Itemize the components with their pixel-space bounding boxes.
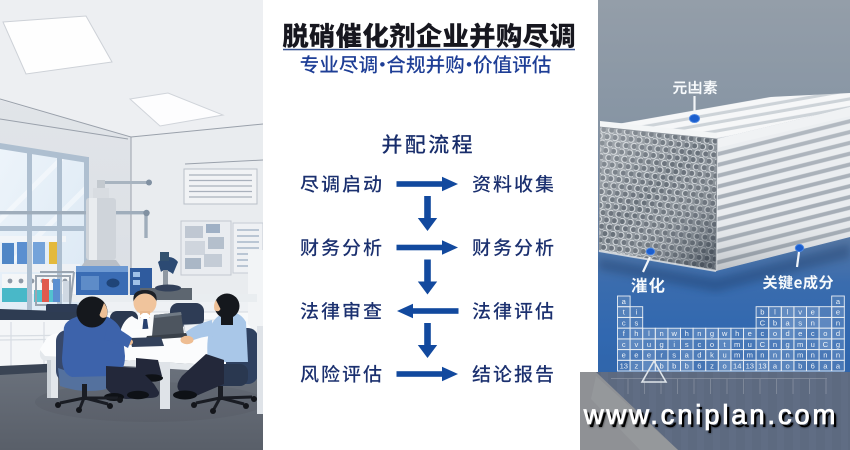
- svg-text:u: u: [811, 340, 815, 349]
- svg-text:h: h: [685, 329, 689, 338]
- svg-text:n: n: [697, 329, 701, 338]
- svg-text:b: b: [773, 318, 777, 327]
- svg-text:C: C: [760, 340, 766, 349]
- svg-text:k: k: [710, 351, 714, 360]
- svg-text:e: e: [634, 351, 638, 360]
- svg-text:a: a: [823, 361, 828, 370]
- svg-text:b: b: [685, 361, 689, 370]
- svg-text:g: g: [785, 340, 789, 349]
- svg-text:o: o: [773, 329, 777, 338]
- svg-text:e: e: [798, 329, 802, 338]
- svg-text:13: 13: [746, 361, 754, 370]
- svg-text:s: s: [798, 318, 802, 327]
- svg-text:d: d: [836, 329, 840, 338]
- svg-text:d: d: [785, 329, 789, 338]
- svg-text:a: a: [622, 297, 627, 306]
- svg-text:b: b: [659, 361, 663, 370]
- svg-text:l: l: [774, 308, 776, 317]
- svg-text:v: v: [798, 308, 802, 317]
- svg-text:C: C: [760, 318, 766, 327]
- svg-text:c: c: [622, 340, 626, 349]
- svg-text:m: m: [747, 351, 753, 360]
- svg-text:m: m: [734, 351, 740, 360]
- svg-text:b: b: [798, 361, 802, 370]
- svg-text:m: m: [797, 340, 803, 349]
- svg-text:r: r: [660, 351, 663, 360]
- svg-text:l: l: [787, 308, 789, 317]
- svg-text:s: s: [685, 340, 689, 349]
- svg-text:m: m: [797, 351, 803, 360]
- svg-text:o: o: [823, 329, 827, 338]
- svg-text:d: d: [697, 351, 701, 360]
- svg-text:t: t: [724, 340, 727, 349]
- svg-text:v: v: [635, 340, 639, 349]
- svg-text:z: z: [710, 361, 714, 370]
- svg-text:e: e: [836, 308, 840, 317]
- svg-text:n: n: [811, 351, 815, 360]
- svg-text:14: 14: [733, 361, 741, 370]
- svg-text:n: n: [836, 318, 840, 327]
- svg-text:f: f: [623, 329, 626, 338]
- svg-text:e: e: [748, 329, 752, 338]
- svg-text:o: o: [710, 340, 714, 349]
- svg-text:h: h: [634, 329, 638, 338]
- svg-text:w: w: [670, 329, 677, 338]
- svg-text:c: c: [698, 340, 702, 349]
- svg-text:l: l: [648, 329, 650, 338]
- svg-text:u: u: [722, 351, 726, 360]
- svg-text:n: n: [785, 351, 789, 360]
- svg-text:i: i: [673, 340, 675, 349]
- svg-text:o: o: [785, 361, 789, 370]
- svg-text:g: g: [836, 340, 840, 349]
- svg-text:e: e: [622, 351, 626, 360]
- svg-text:t: t: [623, 308, 626, 317]
- svg-text:n: n: [823, 351, 827, 360]
- svg-text:13: 13: [758, 361, 766, 370]
- svg-text:n: n: [760, 351, 764, 360]
- svg-text:e: e: [647, 351, 651, 360]
- svg-text:s: s: [635, 318, 639, 327]
- svg-text:a: a: [773, 361, 778, 370]
- svg-text:6: 6: [811, 361, 815, 370]
- svg-text:b: b: [760, 308, 764, 317]
- svg-text:13: 13: [620, 361, 628, 370]
- svg-text:6: 6: [697, 361, 701, 370]
- svg-text:w: w: [721, 329, 728, 338]
- svg-text:n: n: [659, 329, 663, 338]
- svg-text:c: c: [811, 329, 815, 338]
- svg-text:z: z: [635, 361, 639, 370]
- svg-text:e: e: [811, 308, 815, 317]
- svg-text:c: c: [622, 318, 626, 327]
- svg-text:a: a: [785, 318, 790, 327]
- svg-text:g: g: [659, 340, 663, 349]
- svg-text:o: o: [722, 361, 726, 370]
- svg-text:n: n: [773, 351, 777, 360]
- svg-text:C: C: [823, 340, 829, 349]
- svg-text:n: n: [811, 318, 815, 327]
- svg-text:h: h: [735, 329, 739, 338]
- svg-text:a: a: [836, 297, 841, 306]
- svg-text:m: m: [734, 340, 740, 349]
- svg-text:g: g: [710, 329, 714, 338]
- svg-text:i: i: [636, 308, 638, 317]
- svg-text:a: a: [836, 361, 841, 370]
- svg-text:s: s: [672, 351, 676, 360]
- svg-text:c: c: [761, 329, 765, 338]
- svg-text:b: b: [672, 361, 676, 370]
- svg-text:a: a: [685, 351, 690, 360]
- svg-text:u: u: [647, 340, 651, 349]
- svg-text:n: n: [836, 351, 840, 360]
- svg-text:u: u: [748, 340, 752, 349]
- svg-text:n: n: [773, 340, 777, 349]
